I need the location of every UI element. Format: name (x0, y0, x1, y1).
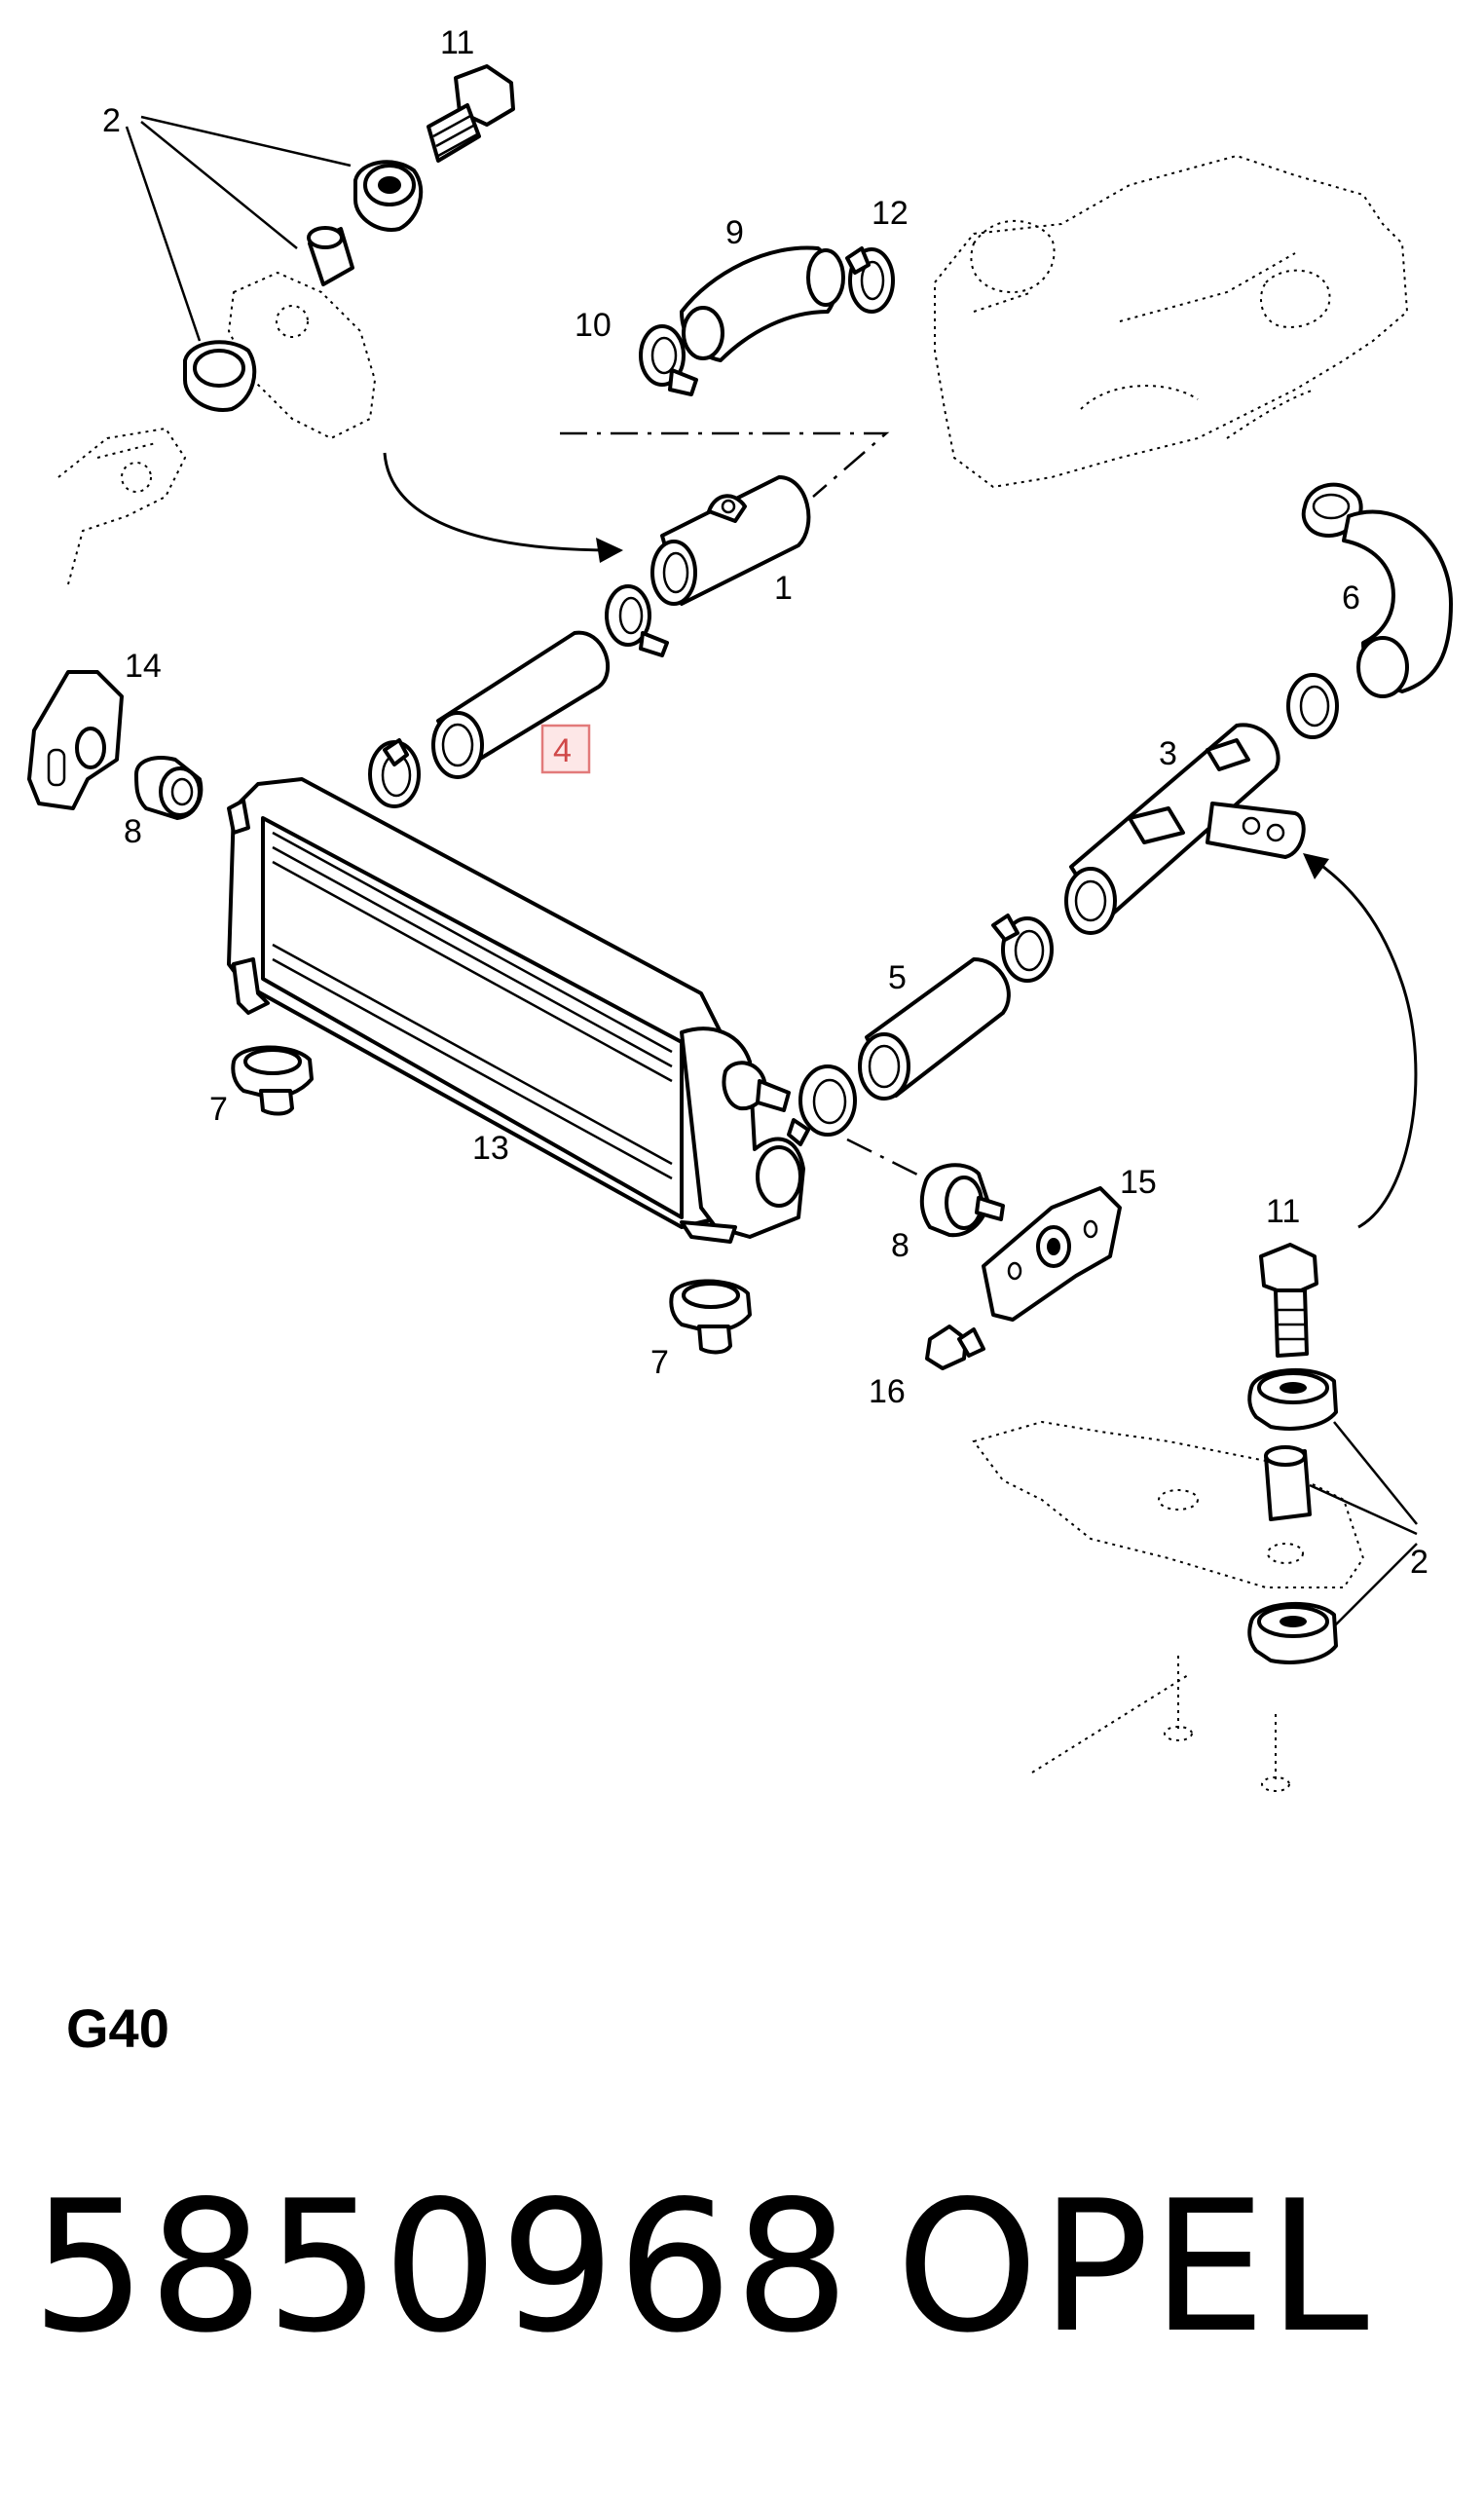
callout-11-top: 11 (440, 24, 474, 61)
alignment-line-upper (560, 431, 890, 498)
callout-15: 15 (1120, 1164, 1157, 1201)
callout-2-bottom: 2 (1410, 1544, 1428, 1581)
callout-8-right: 8 (891, 1227, 909, 1264)
hose-part-4 (431, 630, 610, 779)
callout-12: 12 (872, 195, 909, 232)
clamp-part-4 (368, 738, 421, 808)
callout-16: 16 (869, 1373, 906, 1410)
bracket-part-14 (27, 670, 124, 810)
alignment-line-lower (846, 1138, 926, 1180)
callout-13: 13 (472, 1130, 509, 1167)
brand-name: OPEL (896, 2161, 1371, 2372)
lower-bracket-outline (972, 1420, 1365, 1792)
leader-lines (125, 115, 1418, 1627)
callout-11-bottom: 11 (1266, 1193, 1300, 1230)
clamp-part-5 (787, 1064, 857, 1146)
callout-1: 1 (774, 570, 793, 607)
callout-2-top: 2 (102, 102, 121, 139)
callout-14: 14 (125, 648, 162, 685)
part-number: 5850968 (31, 2161, 852, 2372)
parts-diagram: 11 2 9 12 10 1 6 14 4 3 8 5 7 13 15 11 8… (27, 24, 1453, 1792)
intercooler-part-13 (227, 777, 805, 1244)
callout-5: 5 (888, 959, 907, 996)
arrow-lower (1303, 853, 1418, 1229)
pipe-part-1 (650, 475, 811, 606)
diagram-code: G40 (66, 1997, 169, 2059)
mount-part-7-left (231, 1045, 314, 1116)
callout-3: 3 (1159, 735, 1177, 772)
callout-7-right: 7 (650, 1344, 669, 1381)
bushing-part-2-top (183, 160, 424, 412)
callout-10: 10 (575, 307, 612, 344)
arrow-upper (383, 452, 623, 563)
callout-4: 4 (553, 732, 572, 769)
bushing-part-2-bottom (1247, 1367, 1338, 1664)
clamp-part-3-lower (991, 914, 1054, 983)
callouts: 11 2 9 12 10 1 6 14 4 3 8 5 7 13 15 11 8… (102, 24, 1428, 1581)
upper-bracket-outline (57, 271, 377, 585)
hose-part-6 (1342, 509, 1453, 698)
bolt-part-16 (925, 1325, 985, 1370)
callout-4-highlight: 4 (540, 724, 591, 774)
mount-part-8-left (134, 756, 204, 820)
callout-6: 6 (1342, 579, 1360, 616)
clamp-part-10 (639, 324, 698, 396)
engine-outline (934, 154, 1409, 489)
clamp-part-12 (845, 246, 895, 314)
bolt-part-11-top (427, 64, 515, 163)
mount-part-8-right (919, 1163, 1005, 1238)
bracket-part-15 (982, 1186, 1122, 1322)
callout-7-left: 7 (209, 1091, 228, 1128)
callout-8-left: 8 (124, 813, 142, 850)
callout-9: 9 (725, 214, 744, 251)
bolt-part-11-bottom (1259, 1243, 1318, 1358)
hose-part-9 (680, 245, 845, 362)
clamp-part-1-lower (605, 584, 669, 657)
clamp-part-3-upper (1286, 673, 1339, 739)
mount-part-7-right (669, 1279, 752, 1355)
pipe-part-3 (1064, 723, 1306, 935)
hose-part-5 (858, 957, 1011, 1101)
